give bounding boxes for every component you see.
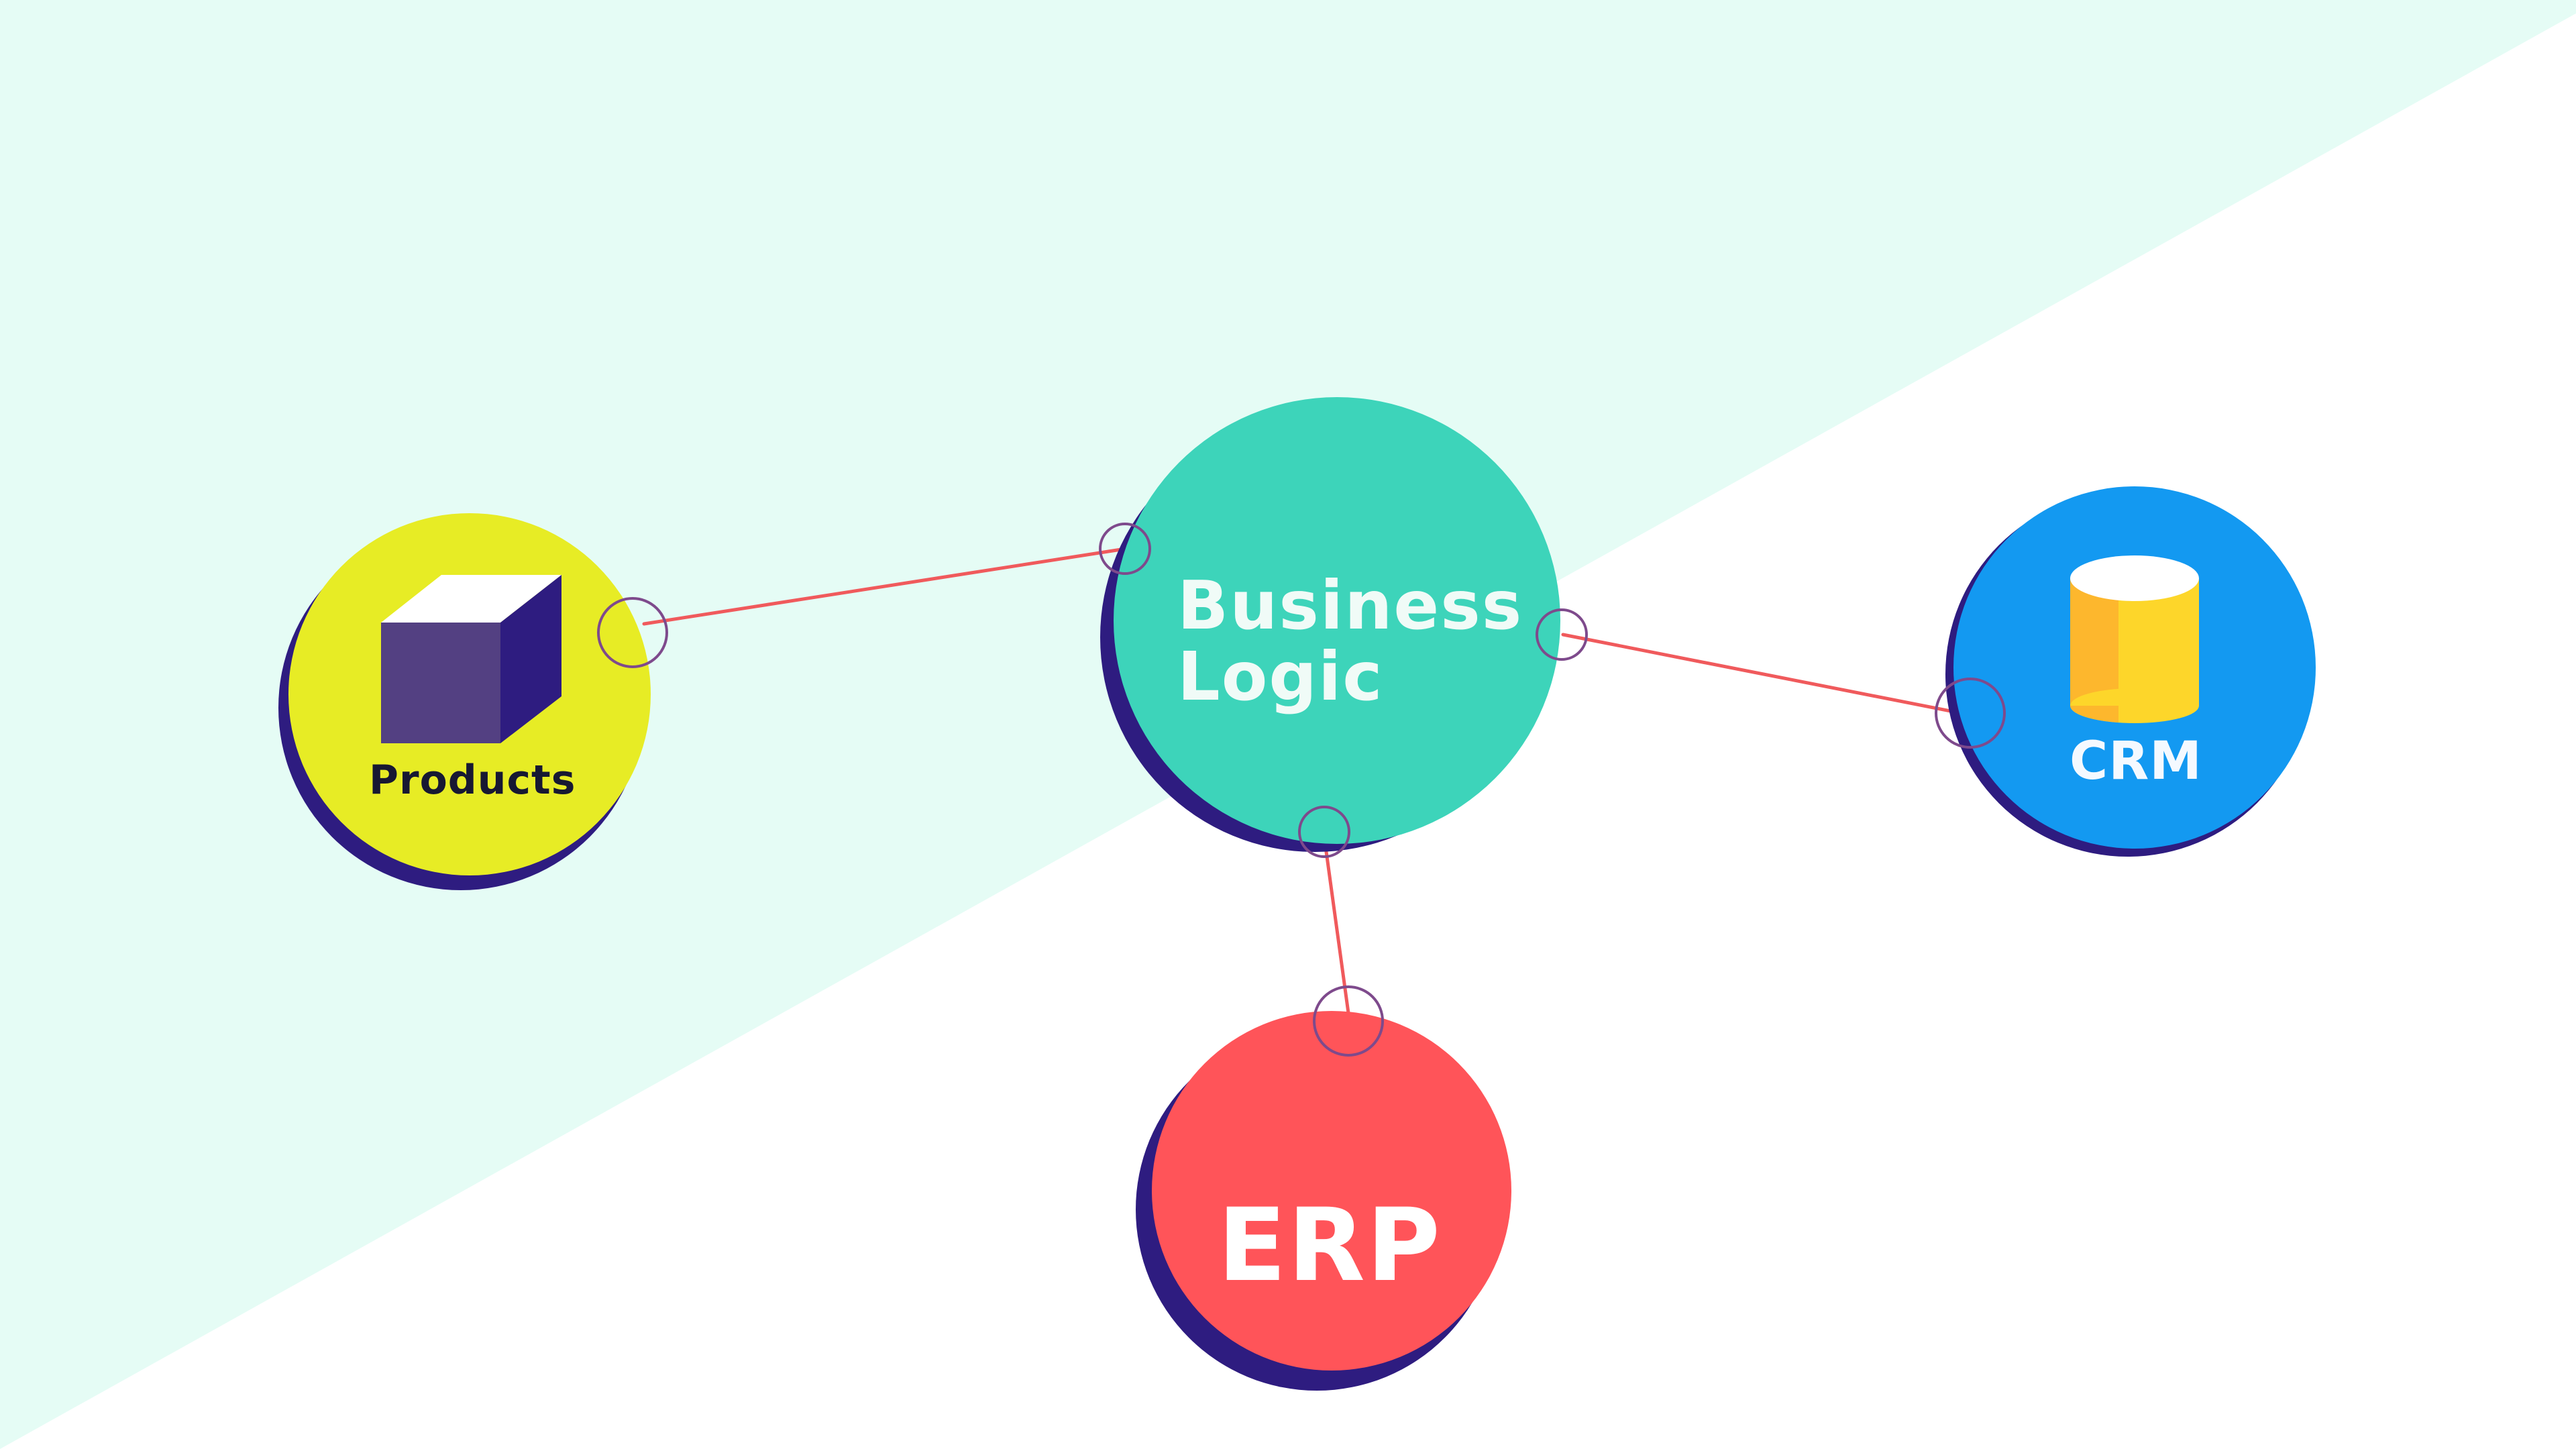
port-business-logic-right[interactable]: [1536, 608, 1588, 661]
node-erp-circle: [1152, 1011, 1511, 1371]
edge-business-logic-crm: [1561, 633, 1973, 717]
port-products-out[interactable]: [597, 597, 668, 668]
port-erp-in[interactable]: [1313, 985, 1384, 1057]
node-products[interactable]: [278, 513, 651, 890]
node-erp[interactable]: [1136, 1011, 1511, 1391]
port-business-logic-left[interactable]: [1099, 523, 1151, 575]
port-crm-in[interactable]: [1935, 678, 2006, 749]
node-business-logic-circle: [1114, 397, 1560, 844]
database-icon: [2070, 555, 2199, 723]
box-icon: [381, 575, 561, 743]
port-business-logic-bottom[interactable]: [1298, 806, 1350, 858]
connector-lines: [642, 547, 1973, 1015]
node-business-logic[interactable]: [1100, 397, 1560, 852]
connection-ports: [597, 523, 2006, 1057]
edge-products-business-logic: [642, 547, 1128, 626]
edge-business-logic-erp: [1323, 840, 1350, 1015]
node-crm[interactable]: [1945, 486, 2316, 857]
